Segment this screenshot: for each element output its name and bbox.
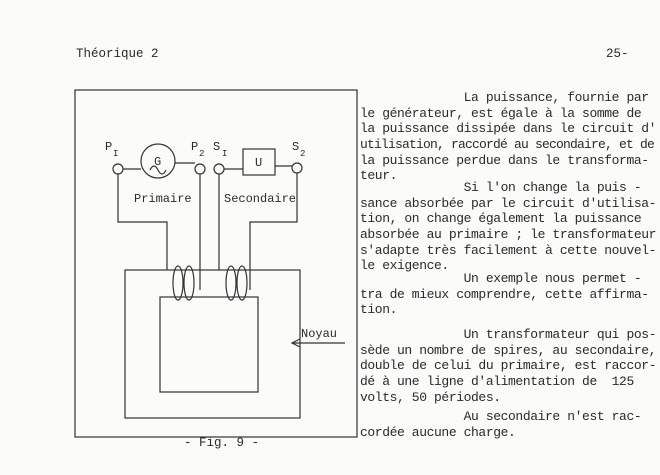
text-line: la puissance perdue dans le transforma- — [360, 152, 649, 168]
text-line: s'adapte très facilement à cette nouvel- — [360, 242, 657, 258]
page-number: 25- — [606, 47, 629, 61]
label-s1-sub: I — [222, 149, 227, 159]
text-line: tion, on change également la puissance — [360, 211, 642, 227]
ac-wave-icon — [149, 165, 167, 175]
wire-top — [123, 162, 292, 170]
text-line: Si l'on change la puis - — [360, 180, 642, 195]
paragraph-4: Un transformateur qui pos-sède un nombre… — [360, 327, 660, 405]
label-s2: S — [292, 140, 299, 154]
text-line: sance absorbée par le circuit d'utilisa- — [360, 195, 657, 211]
text-line: teur. — [360, 168, 398, 184]
text-line: La puissance, fournie par — [360, 90, 649, 105]
figure-caption: - Fig. 9 - — [184, 436, 260, 450]
label-load: U — [255, 156, 262, 170]
text-line: Au secondaire n'est rac- — [360, 409, 642, 424]
label-p2: P — [191, 140, 198, 154]
text-line: Un transformateur qui pos- — [360, 327, 657, 342]
core-arrow-icon — [290, 338, 345, 348]
core-window — [159, 296, 259, 393]
label-primary: Primaire — [134, 192, 192, 206]
label-p1: P — [105, 140, 112, 154]
secondary-coil — [225, 265, 248, 301]
text-line: la puissance dissipée dans le circuit d' — [360, 121, 657, 137]
wire-p1 — [117, 174, 168, 270]
text-line: sède un nombre de spires, au secondaire, — [360, 342, 657, 358]
label-s1: S — [213, 140, 220, 154]
text-line: absorbée au primaire ; le transformateur — [360, 227, 657, 243]
text-line: double de celui du primaire, est raccor- — [360, 358, 657, 374]
terminal-s1 — [213, 163, 225, 175]
terminal-p2 — [194, 163, 206, 175]
text-line: tra de mieux comprendre, cette affirma- — [360, 286, 649, 302]
label-s2-sub: 2 — [300, 149, 305, 159]
primary-coil — [172, 265, 195, 301]
text-line: dé à une ligne d'alimentation de 125 — [360, 374, 634, 390]
text-line: le générateur, est égale à la somme de — [360, 105, 642, 121]
label-secondary: Secondaire — [224, 192, 296, 206]
core-outer — [124, 269, 301, 419]
terminal-p1 — [112, 163, 124, 175]
text-line: tion. — [360, 302, 398, 318]
figure-frame — [74, 89, 358, 438]
paragraph-2: Si l'on change la puis -sance absorbée p… — [360, 180, 660, 274]
wire-s2 — [249, 173, 298, 290]
paragraph-3: Un exemple nous permet -tra de mieux com… — [360, 271, 660, 318]
label-generator: G — [154, 155, 161, 169]
label-core: Noyau — [301, 327, 337, 341]
section-header: Théorique 2 — [76, 47, 159, 61]
text-line: volts, 50 périodes. — [360, 389, 501, 405]
label-p1-sub: I — [113, 149, 118, 159]
terminal-s2 — [291, 162, 303, 174]
load-box — [242, 148, 276, 176]
paragraph-5: Au secondaire n'est rac-cordée aucune ch… — [360, 409, 660, 440]
text-line: utilisation, raccordé au secondaire, et … — [360, 137, 655, 153]
text-line: le exigence. — [360, 258, 449, 274]
generator-icon — [140, 143, 176, 179]
label-p2-sub: 2 — [199, 149, 204, 159]
text-line: Un exemple nous permet - — [360, 271, 642, 286]
text-line: cordée aucune charge. — [360, 424, 516, 440]
